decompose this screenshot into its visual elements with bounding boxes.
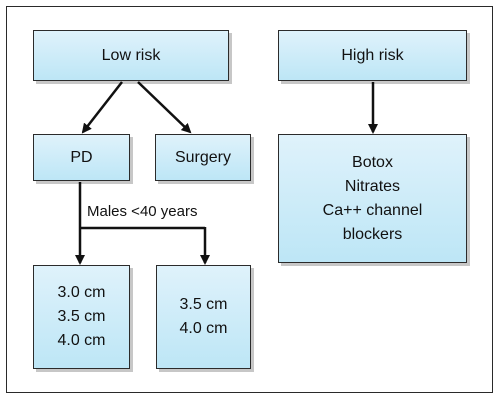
surgery-box: Surgery [155,134,251,181]
pd-sizes-list: 3.0 cm 3.5 cm 4.0 cm [57,281,105,353]
treatment-item: blockers [342,225,403,243]
treatments-list: Botox Nitrates Ca++ channel blockers [323,151,423,247]
pd-sizes-box: 3.0 cm 3.5 cm 4.0 cm [33,265,130,369]
diagram-frame [6,6,493,393]
arrow-lowrisk-to-surgery [137,81,192,134]
high-risk-box: High risk [278,30,467,81]
treatment-item: Nitrates [344,177,401,195]
treatment-item: Ca++ channel [322,201,423,219]
low-risk-label: Low risk [101,46,161,64]
males-under-40-label: Males <40 years [85,203,200,220]
males-sizes-box: 3.5 cm 4.0 cm [156,265,251,369]
size-item: 4.0 cm [57,332,106,349]
size-item: 3.0 cm [57,284,106,301]
surgery-label: Surgery [174,148,232,166]
arrow-lowrisk-to-pd [81,81,123,134]
size-item: 3.5 cm [179,296,228,313]
high-risk-treatments-box: Botox Nitrates Ca++ channel blockers [278,134,467,263]
size-item: 4.0 cm [179,320,228,337]
males-sizes-list: 3.5 cm 4.0 cm [179,293,227,341]
pd-label: PD [70,148,93,166]
low-risk-box: Low risk [33,30,229,81]
treatment-item: Botox [352,153,393,171]
high-risk-label: High risk [341,46,404,64]
size-item: 3.5 cm [57,308,106,325]
pd-box: PD [33,134,130,181]
